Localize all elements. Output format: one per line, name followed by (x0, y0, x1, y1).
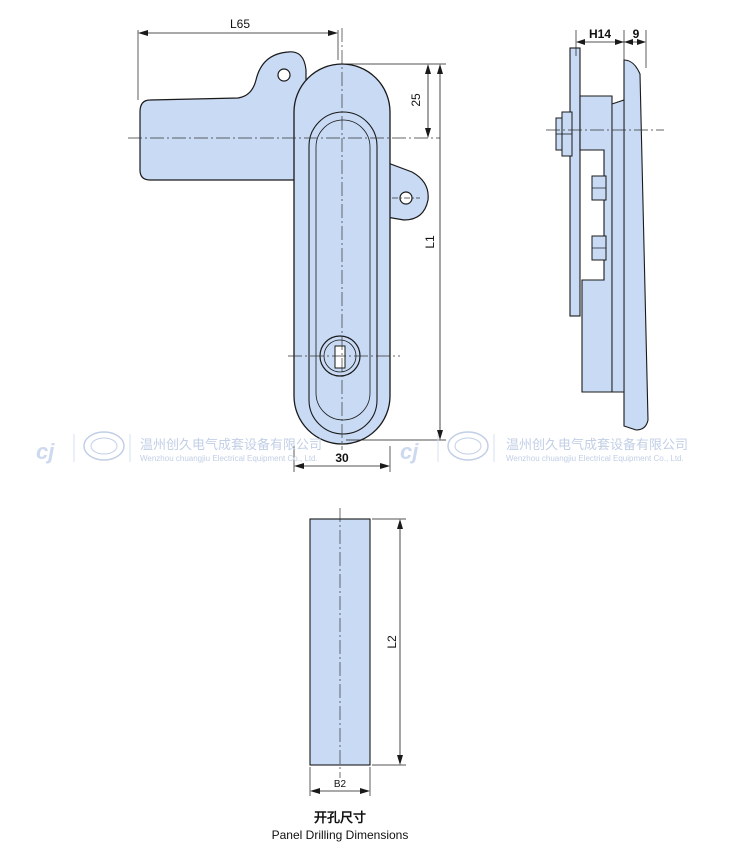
caption-cn: 开孔尺寸 (314, 810, 366, 826)
cutout-view: L2 B2 开孔尺寸 Panel Drilling Dimensions (272, 508, 409, 842)
watermark-company-en: Wenzhou chuangjiu Electrical Equipment C… (506, 454, 684, 463)
dim-label-30: 30 (335, 451, 349, 465)
dim-label-l65: L65 (230, 17, 250, 31)
mounting-ear (379, 159, 429, 221)
dim-label-9: 9 (633, 27, 640, 41)
dim-label-l2: L2 (385, 635, 399, 649)
side-view: H14 9 (546, 27, 664, 431)
lever-arm (139, 51, 307, 181)
side-front-cover (623, 59, 649, 431)
watermark-logo: cj (36, 439, 55, 464)
watermark-logo: cj (400, 439, 419, 464)
watermark-company-en: Wenzhou chuangjiu Electrical Equipment C… (140, 454, 318, 463)
watermark-company-cn: 温州创久电气成套设备有限公司 (506, 437, 688, 453)
side-back-plate (569, 47, 581, 317)
caption-en: Panel Drilling Dimensions (272, 828, 409, 842)
dim-label-l1: L1 (423, 235, 437, 249)
watermark-emblem-icon (447, 431, 489, 461)
handle-recess (308, 111, 378, 435)
watermark-company-cn: 温州创久电气成套设备有限公司 (140, 437, 322, 453)
watermark-left: cj 温州创久电气成套设备有限公司 Wenzhou chuangjiu Elec… (36, 431, 322, 464)
watermark-right: cj 温州创久电气成套设备有限公司 Wenzhou chuangjiu Elec… (400, 431, 688, 464)
lever-hole (277, 68, 291, 82)
front-view: L65 25 L1 30 (128, 17, 446, 472)
dim-label-b2: B2 (334, 779, 347, 790)
handle-recess-inner (315, 119, 371, 421)
dim-label-25: 25 (409, 93, 423, 107)
dim-label-h14: H14 (589, 27, 611, 41)
watermark-emblem-icon (83, 431, 125, 461)
keyhole-slot (334, 345, 346, 369)
